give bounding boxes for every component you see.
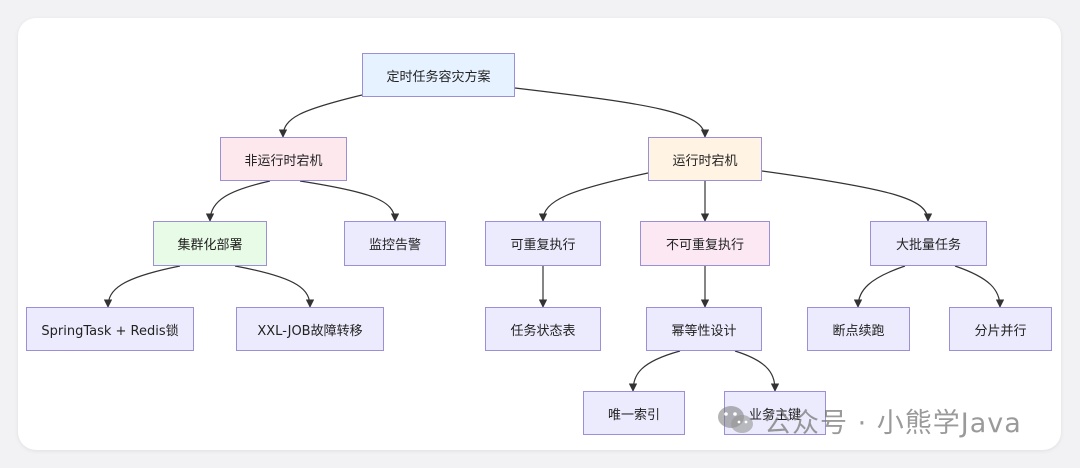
- node-repeatable-label: 可重复执行: [510, 238, 576, 253]
- node-shard-label: 分片并行: [974, 323, 1027, 339]
- edge-runtime-batch: [761, 170, 933, 222]
- node-cluster-label: 集群化部署: [177, 238, 243, 253]
- node-batch-label: 大批量任务: [895, 238, 961, 253]
- node-idempotent: 幂等性设计: [646, 307, 762, 351]
- edge-batch-shard: [954, 265, 1005, 308]
- node-monitor: 监控告警: [344, 221, 446, 266]
- node-cluster: 集群化部署: [153, 221, 267, 266]
- node-springtask: SpringTask + Redis锁: [26, 307, 194, 351]
- wechat-icon: [718, 406, 753, 433]
- node-unique-index-label: 唯一索引: [607, 407, 660, 423]
- node-repeatable: 可重复执行: [485, 221, 601, 266]
- node-non-repeatable-label: 不可重复执行: [665, 238, 744, 253]
- node-non-runtime: 非运行时宕机: [220, 137, 347, 181]
- node-task-status-label: 任务状态表: [510, 323, 576, 339]
- node-batch: 大批量任务: [870, 221, 987, 266]
- edge-root-non-runtime: [278, 94, 363, 138]
- node-runtime-label: 运行时宕机: [672, 153, 738, 169]
- edge-idempotent-business-key: [734, 350, 780, 392]
- node-non-repeatable: 不可重复执行: [640, 221, 770, 266]
- node-springtask-label: SpringTask + Redis锁: [41, 323, 179, 339]
- node-root: 定时任务容灾方案: [362, 53, 515, 97]
- watermark-text: 公众号 · 小熊学Java: [764, 407, 1022, 439]
- node-task-status: 任务状态表: [485, 307, 601, 351]
- edge-runtime-repeatable: [538, 172, 649, 222]
- node-xxljob-label: XXL-JOB故障转移: [257, 323, 363, 339]
- edge-cluster-xxljob: [234, 265, 315, 308]
- node-idempotent-label: 幂等性设计: [671, 323, 737, 339]
- node-unique-index: 唯一索引: [583, 391, 685, 435]
- node-monitor-label: 监控告警: [368, 238, 421, 253]
- node-breakpoint-label: 断点续跑: [832, 323, 885, 339]
- watermark: 公众号 · 小熊学Java: [716, 400, 1022, 440]
- node-shard: 分片并行: [949, 307, 1052, 351]
- edge-non-runtime-monitor: [299, 180, 400, 222]
- edge-non-runtime-cluster: [205, 180, 271, 222]
- edge-batch-breakpoint: [853, 265, 906, 308]
- node-runtime: 运行时宕机: [648, 137, 762, 181]
- edge-root-runtime: [514, 87, 710, 138]
- node-root-label: 定时任务容灾方案: [386, 69, 491, 85]
- node-xxljob: XXL-JOB故障转移: [236, 307, 384, 351]
- edge-idempotent-unique-index: [628, 350, 681, 392]
- edge-cluster-springtask: [103, 265, 181, 308]
- node-breakpoint: 断点续跑: [807, 307, 910, 351]
- node-non-runtime-label: 非运行时宕机: [244, 153, 323, 169]
